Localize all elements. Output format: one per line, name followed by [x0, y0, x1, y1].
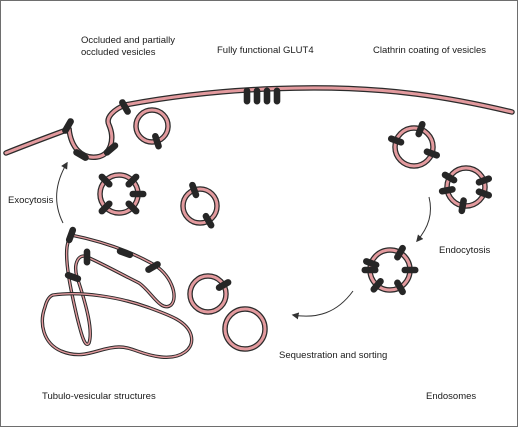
tubule-loop — [65, 234, 175, 345]
glut4-transporter — [438, 186, 456, 195]
partially-occluded-vesicle — [181, 187, 219, 225]
endocytosis-arrow — [416, 196, 431, 243]
glut4-transporter — [475, 188, 493, 199]
glut4-transporter — [263, 87, 271, 105]
tubule-cisterna — [41, 293, 193, 358]
glut4-transporter — [458, 197, 467, 215]
glut4-transporters — [62, 87, 493, 296]
label-tubulo-vesicular-structures: Tubulo-vesicular structures — [42, 391, 156, 402]
glut4-transporter — [423, 148, 441, 159]
glut4-transporter — [363, 258, 380, 269]
sorting-vesicle-2 — [223, 307, 267, 351]
glut4-transporter — [145, 261, 161, 273]
glut4-transporter — [119, 99, 131, 115]
glut4-transporter — [62, 118, 74, 134]
glut4-transporter — [215, 279, 232, 291]
label-clathrin-coating: Clathrin coating of vesicles — [373, 45, 486, 56]
glut4-transporter — [387, 135, 405, 146]
label-exocytosis: Exocytosis — [8, 195, 54, 206]
glut4-transporter — [125, 173, 140, 188]
label-sequestration-and-sorting: Sequestration and sorting — [279, 350, 388, 361]
exocytosis-arrow — [56, 161, 68, 224]
glut4-transporter — [361, 266, 379, 274]
glut4-transporter — [253, 87, 261, 105]
label-endosomes: Endosomes — [426, 391, 477, 402]
glut4-transporter — [202, 212, 215, 229]
plasma-membrane-left — [4, 127, 71, 155]
glut4-transporter — [189, 181, 200, 199]
glut4-transporter — [273, 87, 281, 105]
glut4-transporter — [415, 120, 426, 138]
glut4-transporter — [152, 132, 162, 150]
sequestration-arrow — [291, 290, 354, 320]
glut4-transporter — [98, 173, 113, 188]
glut4-transporter — [125, 200, 140, 215]
glut4-transporter — [116, 247, 134, 259]
glut4-transporter — [64, 271, 82, 283]
glut4-transporter — [83, 248, 91, 266]
glut4-transporter — [401, 266, 419, 274]
glut4-transporter — [370, 278, 384, 293]
vesicle-near-membrane — [134, 108, 170, 144]
clathrin-vesicle-1 — [393, 126, 435, 168]
glut4-transporter — [98, 200, 113, 215]
label-occluded-vesicles: Occluded and partially occluded vesicles — [81, 35, 175, 58]
glut4-transporter — [243, 87, 251, 105]
plasma-membrane-and-vesicles — [3, 85, 515, 352]
glut4-transporter — [129, 190, 147, 198]
tubulo-vesicular-structures — [40, 233, 194, 359]
glut4-transporter — [394, 279, 406, 296]
label-endocytosis: Endocytosis — [439, 245, 491, 256]
glut4-transporter — [103, 142, 119, 156]
sorting-vesicle-1 — [188, 274, 228, 314]
plasma-membrane-top — [123, 86, 514, 114]
glut4-transporter — [475, 175, 493, 186]
glut4-transporter — [394, 244, 406, 261]
glut4-transporter — [65, 226, 77, 244]
label-fully-functional-glut4: Fully functional GLUT4 — [217, 45, 314, 56]
glut4-transporter — [73, 149, 89, 161]
glut4-transporter — [441, 171, 458, 184]
